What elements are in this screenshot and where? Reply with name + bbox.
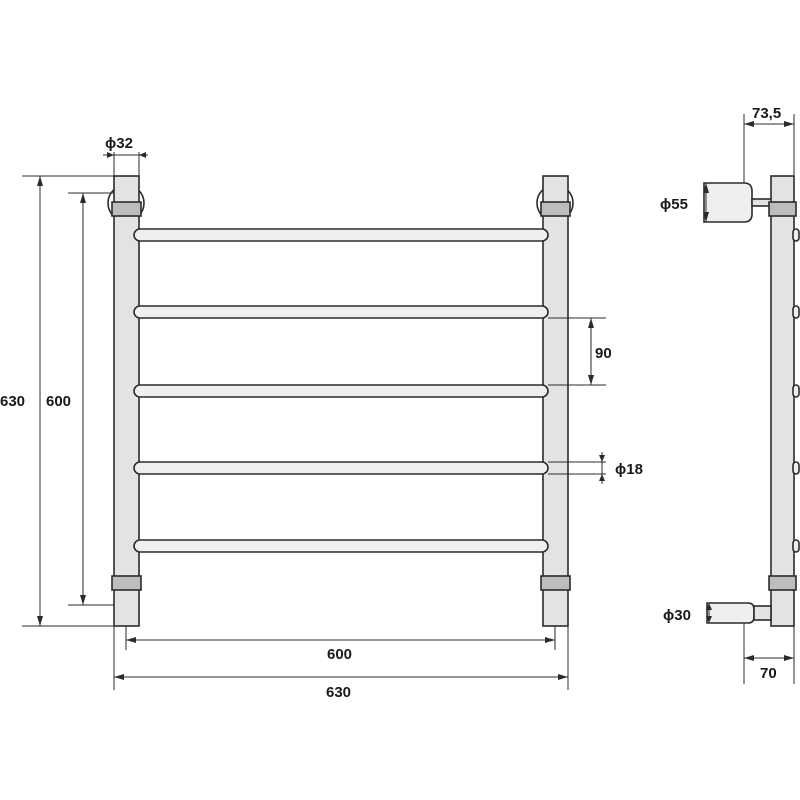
- rung-1: [133, 228, 549, 242]
- right-top-collar: [540, 201, 571, 217]
- left-bottom-collar: [111, 575, 142, 591]
- axis-width-label: 600: [327, 646, 352, 663]
- rung-spacing-label: 90: [595, 345, 612, 362]
- side-rung-stub-2: [792, 305, 800, 319]
- side-rung-stub-5: [792, 539, 800, 553]
- right-vertical-post: [542, 175, 569, 627]
- side-rung-stub-4: [792, 461, 800, 475]
- left-top-collar: [111, 201, 142, 217]
- side-bottom-connector: [706, 602, 755, 624]
- flange-diameter-label: ϕ55: [660, 196, 688, 213]
- side-top-collar: [768, 201, 797, 217]
- front-view: ϕ32 630 600 90 ϕ18 600: [0, 135, 643, 701]
- rung-4: [133, 461, 549, 475]
- bottom-offset-label: 70: [760, 665, 777, 682]
- side-rung-stub-1: [792, 228, 800, 242]
- axis-height-label: 600: [46, 393, 71, 410]
- side-rung-stub-3: [792, 384, 800, 398]
- right-bottom-collar: [540, 575, 571, 591]
- side-view: 73,5 ϕ55 ϕ30 70: [660, 105, 800, 684]
- side-bottom-arm: [753, 605, 772, 621]
- left-vertical-post: [113, 175, 140, 627]
- overall-height-label: 630: [0, 393, 25, 410]
- rung-3: [133, 384, 549, 398]
- side-bottom-collar: [768, 575, 797, 591]
- side-top-flange: [703, 182, 753, 223]
- side-vertical-post: [770, 175, 795, 627]
- rung-diameter-label: ϕ18: [615, 461, 643, 478]
- wall-offset-label: 73,5: [752, 105, 781, 122]
- overall-width-label: 630: [326, 684, 351, 701]
- pipe-diameter-label: ϕ32: [105, 135, 133, 152]
- rung-2: [133, 305, 549, 319]
- rung-5: [133, 539, 549, 553]
- bottom-connector-diameter-label: ϕ30: [663, 607, 691, 624]
